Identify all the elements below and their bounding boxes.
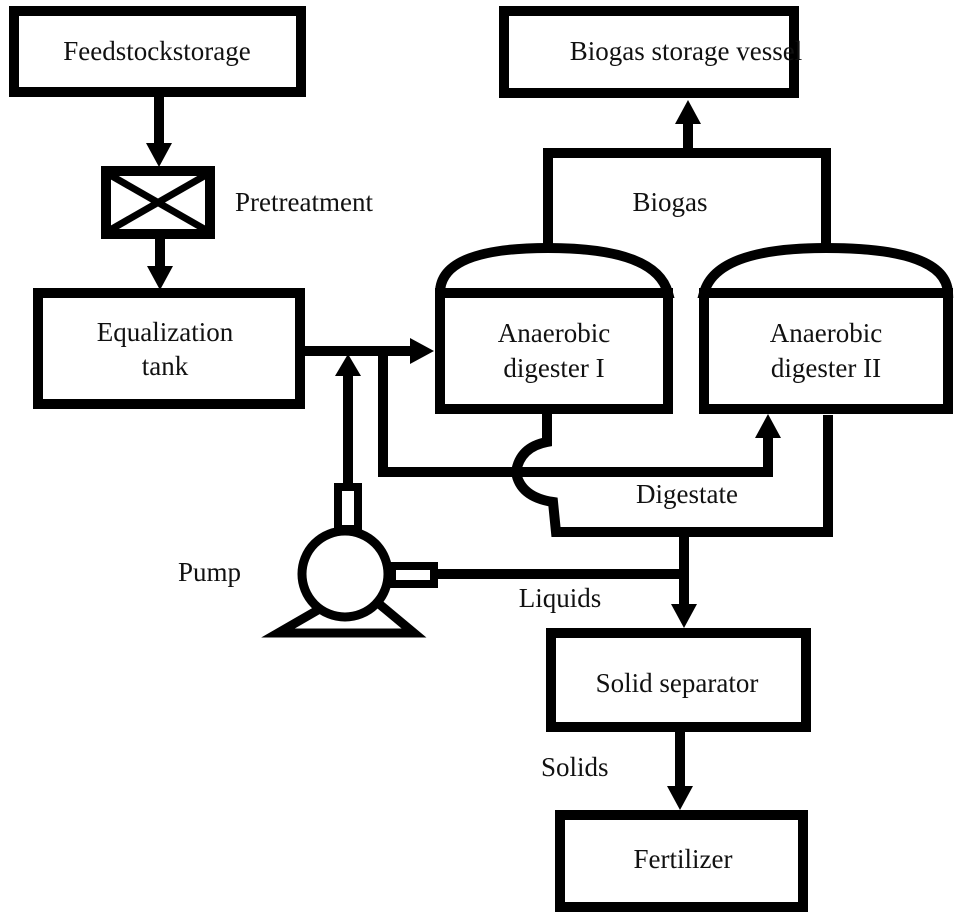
solids-flow-label: Solids: [541, 752, 609, 782]
biogas-flow-label: Biogas: [632, 187, 707, 217]
fertilizer-label: Fertilizer: [634, 844, 733, 874]
arrowhead-icon: [671, 604, 697, 628]
edge-pretreatment-to-equalization: [147, 239, 173, 290]
pump-icon: [261, 483, 438, 638]
arrowhead-icon: [667, 786, 693, 810]
edge-separator-to-pump: Liquids: [438, 569, 684, 613]
solid-separator-box: [546, 628, 811, 732]
arrowhead-icon: [675, 100, 701, 124]
edge-equalization-to-digester-1: [300, 338, 434, 364]
node-biogas-storage-vessel: Biogas storage vessel: [499, 6, 802, 98]
feedstock-storage-box: [9, 6, 306, 97]
arrowhead-icon: [146, 143, 172, 167]
digester-1-dome: [434, 242, 675, 298]
node-pump: Pump: [178, 354, 438, 638]
edge-separator-to-fertilizer: Solids: [541, 732, 693, 810]
digester-2-dome: [697, 242, 954, 298]
arrowhead-icon: [410, 338, 434, 364]
equalization-tank-label-line1: Equalization: [97, 317, 234, 347]
cross-box-icon: [101, 166, 215, 239]
feedstock-storage-label: Feedstockstorage: [63, 36, 250, 66]
digester-1-label-line2: digester I: [503, 353, 604, 383]
node-solid-separator: Solid separator: [546, 628, 811, 732]
digestate-pipe-2: [684, 415, 833, 537]
node-anaerobic-digester-1: Anaerobic digester I: [434, 242, 675, 414]
digester-1-label-line1: Anaerobic: [498, 318, 610, 348]
biogas-storage-label: Biogas storage vessel: [570, 36, 802, 66]
arrowhead-icon: [755, 414, 781, 438]
digestate-pipe-1: [510, 409, 684, 537]
digester-2-label-line1: Anaerobic: [770, 318, 882, 348]
pipe: [378, 351, 773, 477]
node-equalization-tank: Equalization tank: [33, 288, 305, 409]
node-fertilizer: Fertilizer: [555, 810, 808, 912]
digester-2-label-line2: digester II: [771, 353, 881, 383]
digestate-flow-label: Digestate: [636, 479, 738, 509]
arrowhead-icon: [335, 354, 361, 376]
pump-label: Pump: [178, 557, 241, 587]
edge-equalization-to-digester-2: [378, 351, 781, 477]
digester-2-box: [699, 288, 953, 414]
node-feedstock-storage: Feedstockstorage: [9, 6, 306, 97]
biogas-storage-box: [499, 6, 799, 98]
edge-digesters-to-separator: Digestate: [510, 409, 833, 628]
solid-separator-label: Solid separator: [596, 668, 759, 698]
digester-1-box: [435, 288, 673, 414]
node-anaerobic-digester-2: Anaerobic digester II: [697, 242, 954, 414]
pretreatment-label: Pretreatment: [235, 187, 373, 217]
edge-digesters-to-biogas-storage: Biogas: [543, 100, 831, 252]
fertilizer-box: [555, 810, 808, 912]
equalization-tank-label-line2: tank: [142, 351, 189, 381]
equalization-tank-box: [33, 288, 305, 409]
arrowhead-icon: [147, 266, 173, 290]
edge-feedstock-to-pretreatment: [146, 97, 172, 167]
node-pretreatment: Pretreatment: [101, 166, 373, 239]
liquids-flow-label: Liquids: [519, 583, 602, 613]
